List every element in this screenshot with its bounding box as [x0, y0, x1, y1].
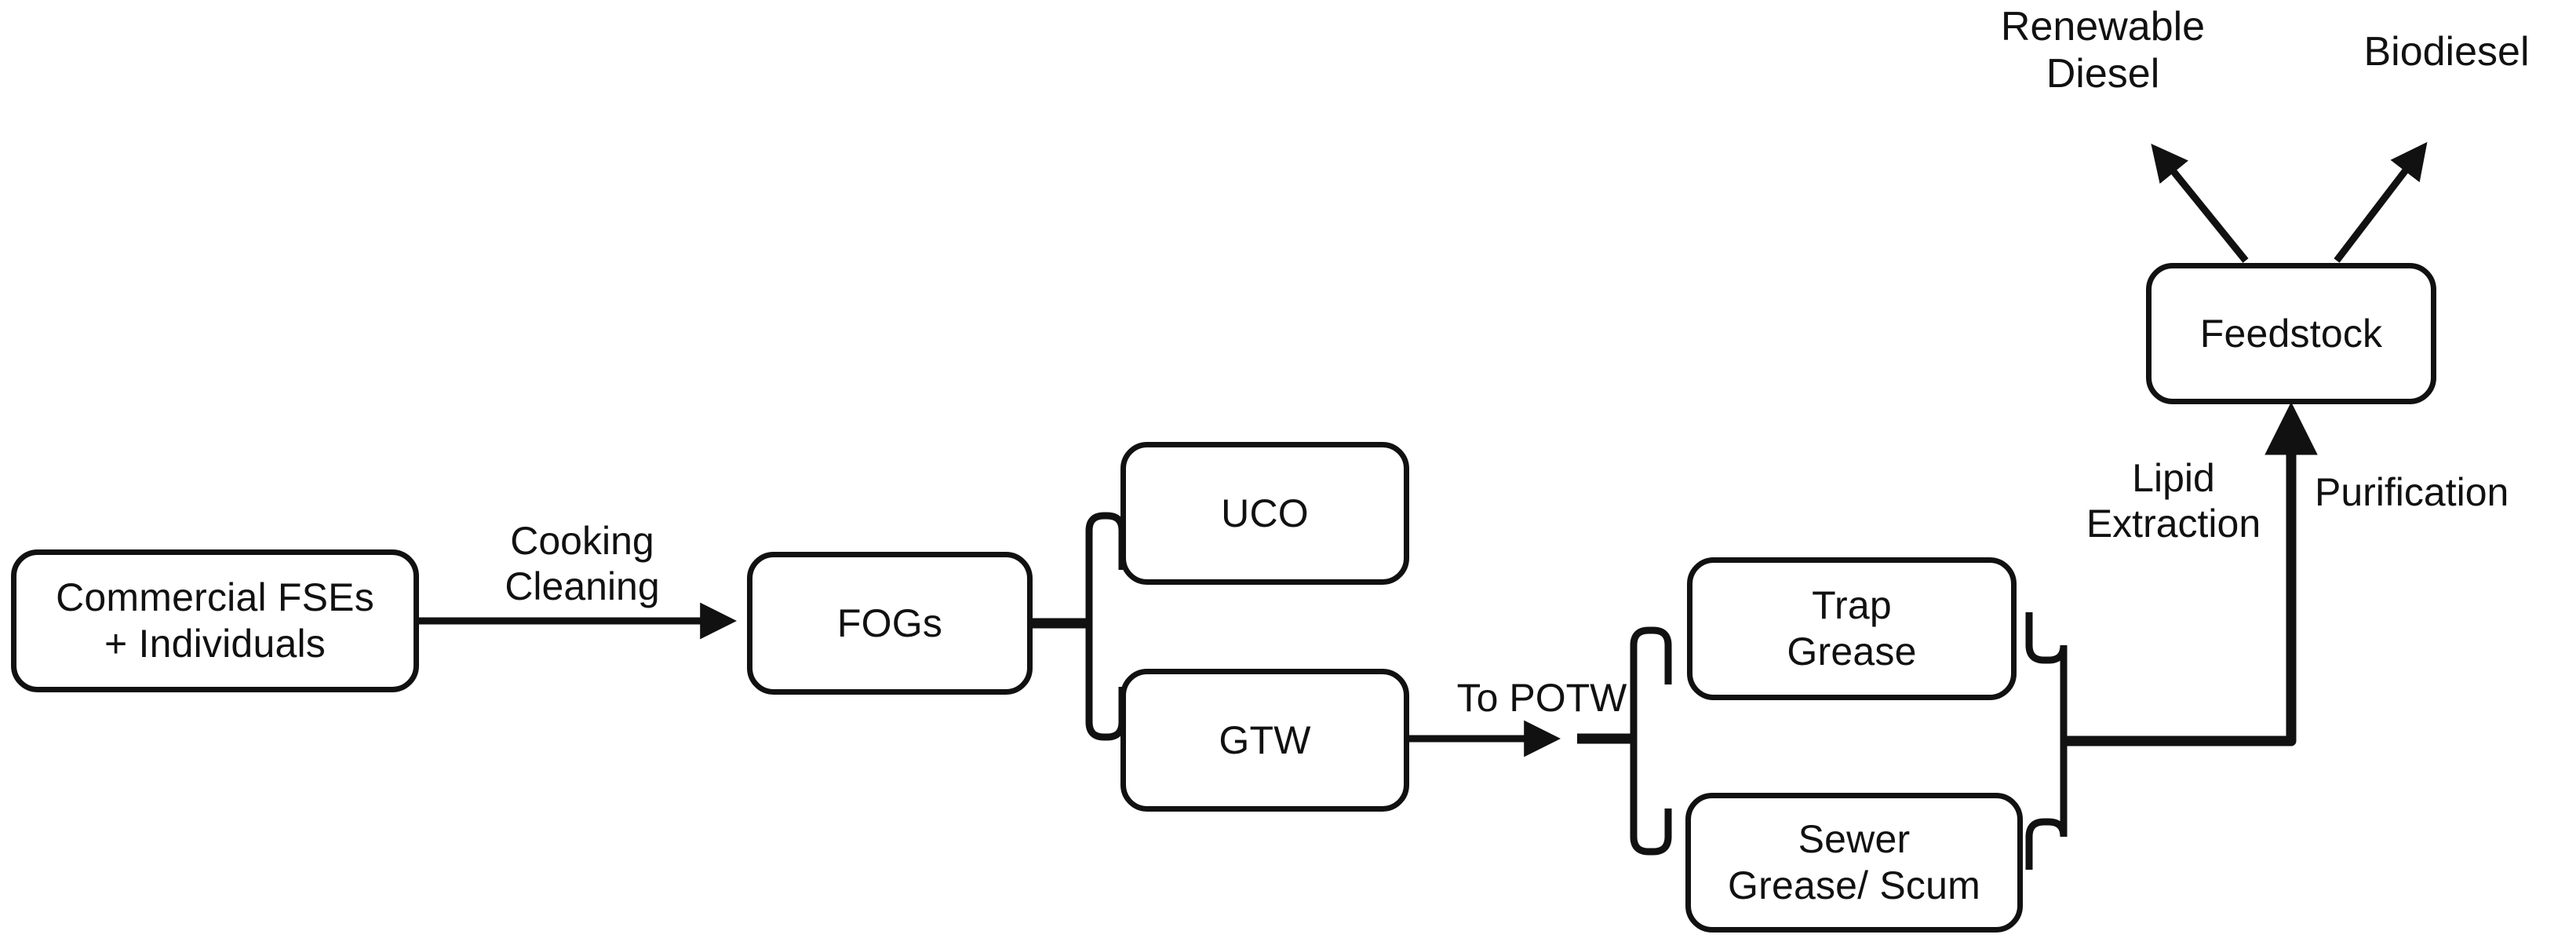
node-gtw[interactable]: GTW: [1120, 669, 1409, 812]
node-fogs[interactable]: FOGs: [747, 552, 1033, 695]
edge-label-lipid-extraction: Lipid Extraction: [2086, 456, 2261, 546]
node-label: UCO: [1221, 491, 1309, 535]
node-label: GTW: [1219, 717, 1311, 762]
edge-brace-to-trap-grease: [1630, 626, 1672, 684]
edge-trap-grease-to-brace: [2025, 612, 2068, 664]
edge-branch-to-uco: [1085, 512, 1126, 570]
node-trap-grease[interactable]: Trap Grease: [1687, 557, 2017, 700]
node-sewer-grease-scum[interactable]: Sewer Grease/ Scum: [1685, 793, 2023, 933]
node-feedstock[interactable]: Feedstock: [2146, 263, 2436, 404]
edge-label-to-potw: To POTW: [1456, 676, 1627, 720]
edge-brace-to-feedstock: [2064, 401, 2318, 746]
edge-brace-to-sewer-grease: [1630, 808, 1672, 856]
node-label: Commercial FSEs + Individuals: [56, 575, 374, 666]
output-label-biodiesel: Biodiesel: [2363, 29, 2530, 75]
edge-label-cooking-cleaning: Cooking Cleaning: [505, 519, 660, 608]
edge-label-purification: Purification: [2315, 470, 2509, 514]
edge-sewer-grease-to-brace: [2025, 818, 2068, 870]
edge-feedstock-to-renewable-diesel: [2151, 144, 2249, 263]
node-label: Feedstock: [2199, 311, 2383, 356]
node-label: Trap Grease: [1787, 583, 1917, 673]
edge-feedstock-to-biodiesel: [2334, 141, 2428, 263]
node-commercial-fses-individuals[interactable]: Commercial FSEs + Individuals: [11, 549, 419, 692]
node-label: FOGs: [836, 600, 943, 645]
node-label: Sewer Grease/ Scum: [1728, 817, 1980, 907]
edge-branch-to-gtw: [1085, 687, 1126, 741]
output-label-renewable-diesel: Renewable Diesel: [2000, 4, 2206, 97]
node-uco[interactable]: UCO: [1120, 442, 1409, 585]
